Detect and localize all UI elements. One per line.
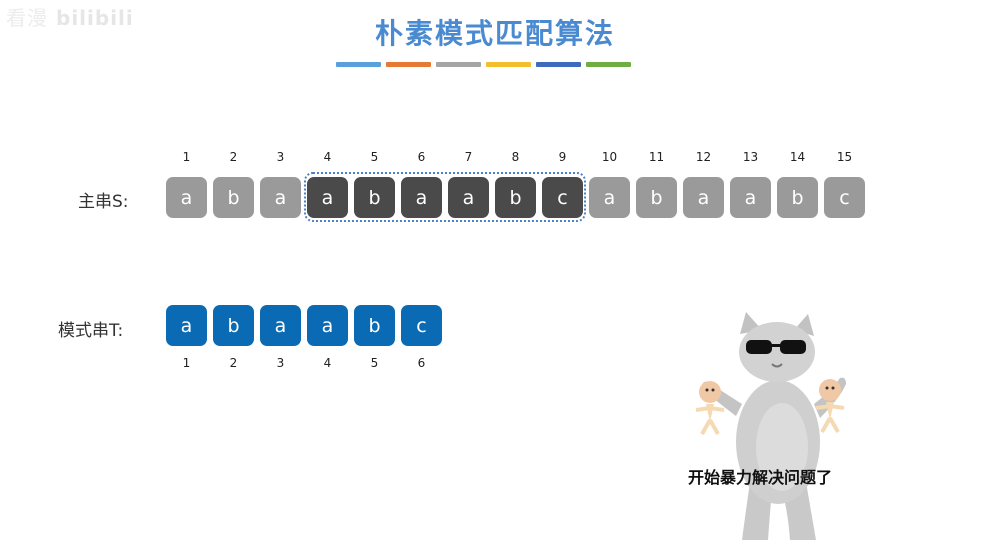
main-string-char-cell: a [730,177,771,218]
watermark-prefix: 看漫 [6,6,48,30]
main-string-index: 7 [464,150,473,164]
pattern-string-char-cell: b [354,305,395,346]
bilibili-watermark: 看漫 bilibili [6,2,134,31]
main-string-char-cell: a [401,177,442,218]
main-string-index: 13 [742,150,759,164]
main-string-char-cell: b [354,177,395,218]
pattern-string-index: 3 [276,356,285,370]
pattern-string-char-cell: a [260,305,301,346]
color-strip-segment [486,62,531,67]
pattern-string-char-cell: b [213,305,254,346]
main-string-index: 9 [558,150,567,164]
color-strip-segment [536,62,581,67]
main-string-index: 11 [648,150,665,164]
color-strip-segment [436,62,481,67]
main-string-index: 10 [601,150,618,164]
main-string-index: 1 [182,150,191,164]
main-string-index: 8 [511,150,520,164]
main-string-char-cell: a [260,177,301,218]
color-strip-segment [586,62,631,67]
cat-with-sunglasses-holding-babies-sticker [695,312,846,540]
main-string-index: 5 [370,150,379,164]
main-string-index: 12 [695,150,712,164]
main-string-index: 14 [789,150,806,164]
color-strip-segment [336,62,381,67]
main-string-index: 15 [836,150,853,164]
pattern-string-index: 2 [229,356,238,370]
main-string-char-cell: a [166,177,207,218]
pattern-string-index: 4 [323,356,332,370]
comparison-window [304,172,586,222]
main-string-char-cell: b [777,177,818,218]
main-string-index: 2 [229,150,238,164]
watermark-brand: bilibili [56,6,134,30]
pattern-string-index: 5 [370,356,379,370]
main-string-index: 3 [276,150,285,164]
main-string-char-cell: c [542,177,583,218]
pattern-string-char-cell: a [166,305,207,346]
pattern-string-char-cell: c [401,305,442,346]
main-string-char-cell: b [636,177,677,218]
pattern-string-index: 1 [182,356,191,370]
main-string-index: 4 [323,150,332,164]
sticker-caption: 开始暴力解决问题了 [688,468,833,487]
main-string-char-cell: b [495,177,536,218]
main-string-label: 主串S: [78,192,129,212]
color-strip [336,62,631,67]
main-string-char-cell: a [307,177,348,218]
pattern-string-label: 模式串T: [58,321,124,341]
color-strip-segment [386,62,431,67]
pattern-string-index: 6 [417,356,426,370]
main-string-char-cell: a [589,177,630,218]
main-string-char-cell: a [448,177,489,218]
slide-title: 朴素模式匹配算法 [374,17,615,50]
pattern-string-char-cell: a [307,305,348,346]
main-string-index: 6 [417,150,426,164]
main-string-char-cell: a [683,177,724,218]
main-string-char-cell: b [213,177,254,218]
main-string-char-cell: c [824,177,865,218]
